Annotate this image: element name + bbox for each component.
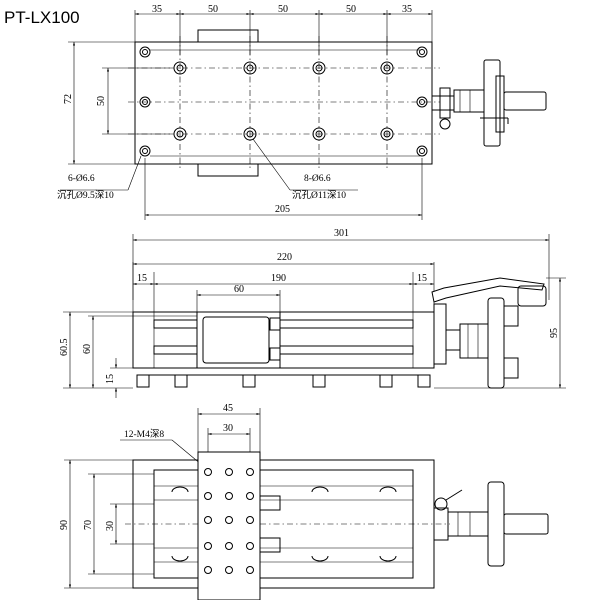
dim-45: 45 — [223, 403, 233, 414]
rail-slots — [171, 486, 397, 562]
carriage-side — [196, 311, 281, 369]
dim-50-c: 50 — [346, 4, 356, 15]
drawing-title: PT-LX100 — [4, 8, 80, 27]
dim-220: 220 — [277, 252, 292, 263]
threaded-holes-12 — [204, 468, 254, 574]
mount-holes-8 — [173, 61, 394, 141]
guide-rail-upper — [153, 319, 414, 329]
dim-301: 301 — [334, 228, 349, 239]
dim-205: 205 — [275, 204, 290, 215]
dim-70: 70 — [83, 520, 94, 530]
note-6-holes: 6-Ø6.6 — [68, 174, 95, 184]
mount-holes-6 — [139, 46, 428, 157]
dim-90: 90 — [59, 520, 70, 530]
feet — [136, 374, 431, 388]
top-view: 35 50 50 50 35 — [57, 4, 547, 220]
note-8-holes-counterbore: 沉孔Ø11深10 — [292, 190, 346, 201]
dim-190: 190 — [271, 273, 286, 284]
dim-50-vertical: 50 — [96, 96, 107, 106]
handwheel-side — [431, 277, 547, 389]
dim-15-right: 15 — [417, 273, 427, 284]
dim-30-pitch: 30 — [223, 423, 233, 434]
dim-60-height: 60 — [82, 344, 93, 354]
top-dim-chain: 35 50 50 50 35 — [134, 4, 433, 55]
note-12-m4: 12-M4深8 — [124, 429, 164, 440]
note-8-holes: 8-Ø6.6 — [304, 174, 331, 184]
dim-50-a: 50 — [208, 4, 218, 15]
dim-35-right: 35 — [402, 4, 412, 15]
dim-15-height: 15 — [105, 374, 116, 384]
handwheel-front — [433, 481, 549, 567]
dim-60-carriage: 60 — [234, 284, 244, 295]
dim-35-left: 35 — [152, 4, 162, 15]
dim-30-height: 30 — [105, 521, 116, 531]
note-6-holes-counterbore: 沉孔Ø9.5深10 — [57, 190, 114, 201]
dim-60-5: 60.5 — [59, 339, 70, 357]
guide-rail-lower — [153, 345, 414, 355]
dim-95: 95 — [549, 328, 560, 338]
table-view: 45 30 12-M4深8 — [59, 403, 549, 600]
handwheel-top — [431, 59, 547, 147]
dim-72: 72 — [63, 94, 74, 104]
dim-50-b: 50 — [278, 4, 288, 15]
table-plate — [197, 451, 261, 600]
base-plate-outline — [134, 41, 433, 165]
dim-15-left: 15 — [137, 273, 147, 284]
carriage-bottom-edge — [197, 163, 259, 177]
side-view: 301 220 15 190 15 60 — [59, 228, 566, 398]
carriage-top-edge — [197, 29, 259, 43]
